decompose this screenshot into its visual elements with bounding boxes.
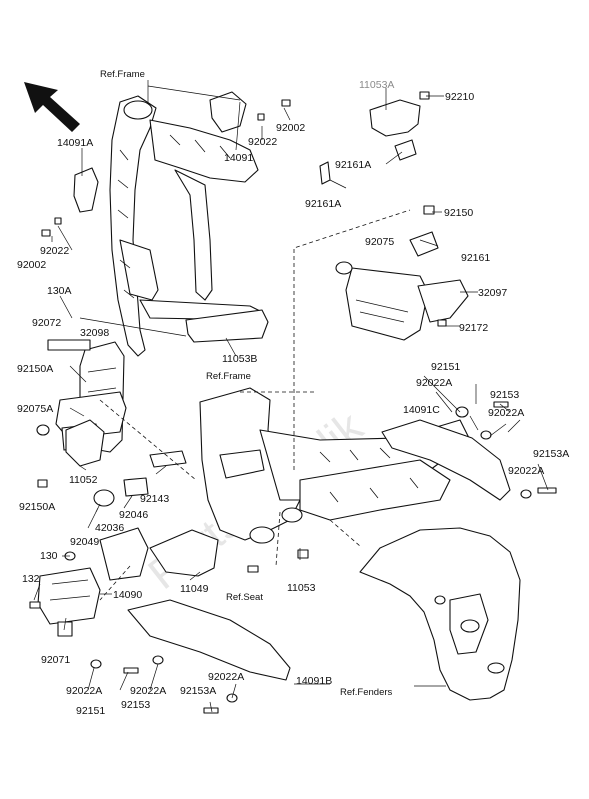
label-92150A-top: 92150A [17, 363, 53, 375]
part-labels: Ref.Frame Ref.Frame Ref.Seat Ref.Fenders… [17, 69, 569, 717]
label-32098: 32098 [80, 327, 109, 339]
label-92153A-bottom: 92153A [180, 685, 216, 697]
label-92022-left: 92022 [40, 245, 69, 257]
label-14091B: 14091B [296, 675, 332, 687]
label-130: 130 [40, 550, 58, 562]
label-92153-right: 92153 [490, 389, 519, 401]
label-11052: 11052 [69, 474, 98, 486]
label-92151-bottom: 92151 [76, 705, 105, 717]
bracket-14091a [73, 167, 99, 213]
bracket-11052 [65, 419, 105, 467]
label-92049: 92049 [70, 536, 99, 548]
ref-frame-top-label: Ref.Frame [100, 69, 145, 80]
label-92161A-bottom: 92161A [305, 198, 341, 210]
label-132: 132 [22, 573, 40, 585]
main-frame-illustration [109, 95, 263, 357]
bracket-11053a [369, 99, 421, 137]
bracket-11049 [149, 529, 219, 577]
label-92150: 92150 [444, 207, 473, 219]
label-11049: 11049 [180, 583, 209, 595]
label-11053A: 11053A [359, 79, 394, 91]
label-92151-top: 92151 [431, 361, 460, 373]
leader-lines [33, 80, 549, 713]
lower-frame-illustration [199, 387, 471, 544]
label-42036: 42036 [95, 522, 124, 534]
label-11053: 11053 [287, 582, 316, 594]
ref-seat-label: Ref.Seat [226, 592, 263, 603]
label-92022-top: 92022 [248, 136, 277, 148]
bracket-14090 [37, 567, 101, 625]
label-92153-bottom: 92153 [121, 699, 150, 711]
label-92022A-r1: 92022A [416, 377, 452, 389]
label-92143: 92143 [140, 493, 169, 505]
fender-14091b [127, 599, 291, 681]
bracket-11053b [185, 309, 269, 343]
label-11053B: 11053B [222, 353, 257, 365]
fender-14091c [381, 419, 511, 501]
label-32097: 32097 [478, 287, 507, 299]
label-130A: 130A [47, 285, 72, 297]
label-92072: 92072 [32, 317, 61, 329]
label-14091A: 14091A [57, 137, 93, 149]
ref-frame-mid-label: Ref.Frame [206, 371, 251, 382]
bracket-14091 [209, 91, 247, 133]
label-92002-top: 92002 [276, 122, 305, 134]
collar-92046 [123, 477, 149, 497]
battery-case [335, 205, 469, 341]
label-92046: 92046 [119, 509, 148, 521]
label-14091: 14091 [224, 152, 253, 164]
label-92172: 92172 [459, 322, 488, 334]
tube-92143 [149, 450, 187, 468]
label-92161A-top: 92161A [335, 159, 371, 171]
rear-fender [359, 527, 521, 701]
label-92022A-r3: 92022A [508, 465, 544, 477]
label-92153A-right: 92153A [533, 448, 569, 460]
label-92022A-b3: 92022A [208, 671, 244, 683]
label-92022A-b1: 92022A [66, 685, 102, 697]
label-92071: 92071 [41, 654, 70, 666]
label-14091C: 14091C [403, 404, 440, 416]
collar-42036 [93, 489, 115, 507]
label-14090: 14090 [113, 589, 142, 601]
direction-arrow-icon [24, 82, 80, 132]
label-92161: 92161 [461, 252, 490, 264]
label-92150A-bottom: 92150A [19, 501, 55, 513]
label-92022A-b2: 92022A [130, 685, 166, 697]
label-92075: 92075 [365, 236, 394, 248]
ref-fenders-label: Ref.Fenders [340, 687, 393, 698]
label-92075A: 92075A [17, 403, 53, 415]
label-92022A-r2: 92022A [488, 407, 524, 419]
reference-dashes [99, 209, 411, 601]
label-92002-left: 92002 [17, 259, 46, 271]
label-92210: 92210 [445, 91, 474, 103]
